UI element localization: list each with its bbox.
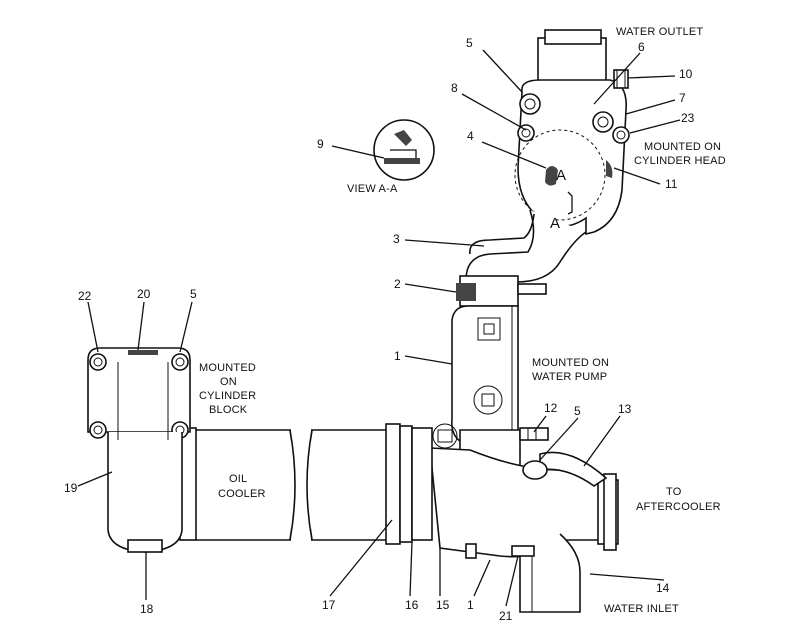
label-mounted-head-1: MOUNTED ON [644,141,721,153]
callout-7: 7 [679,91,686,105]
label-to-aftercooler-1: TO [666,486,682,498]
callout-20: 20 [137,287,151,301]
callout-21: 21 [499,609,513,623]
callout-8: 8 [451,81,458,95]
callout-13: 13 [618,402,632,416]
label-mounted-block-4: BLOCK [209,404,248,416]
label-view-aa: VIEW A-A [347,183,398,195]
text-labels: WATER OUTLET VIEW A-A MOUNTED ON CYLINDE… [199,26,726,615]
lower-housing [429,423,619,613]
callout-5-left: 5 [190,287,197,301]
callout-23: 23 [681,111,695,125]
label-mounted-block-3: CYLINDER [199,390,256,402]
callout-6: 6 [638,40,645,54]
label-oil-cooler-2: COOLER [218,488,266,500]
label-section-a-bottom: A [550,215,560,232]
callout-1-lower: 1 [467,598,474,612]
label-water-outlet: WATER OUTLET [616,26,703,38]
callout-numbers: 5 6 10 7 8 23 4 9 11 3 2 1 12 5 13 22 20… [64,36,695,623]
label-oil-cooler-1: OIL [229,473,247,485]
callout-15: 15 [436,598,450,612]
label-water-inlet: WATER INLET [604,603,679,615]
callout-17: 17 [322,598,336,612]
callout-9: 9 [317,137,324,151]
callout-11: 11 [665,177,678,191]
callout-2: 2 [394,277,401,291]
label-mounted-block-2: ON [220,376,237,388]
callout-3: 3 [393,232,400,246]
block-bonnet [87,347,191,553]
callout-14: 14 [656,581,670,595]
leader-lines [77,49,681,607]
label-section-a-top: A [556,167,566,184]
callout-5-middle: 5 [574,404,581,418]
callout-22: 22 [78,289,92,303]
water-outlet-elbow [465,29,630,283]
callout-4: 4 [467,129,474,143]
label-mounted-pump-2: WATER PUMP [532,371,607,383]
pump-adapter [451,275,549,477]
label-mounted-block-1: MOUNTED [199,362,256,374]
callout-19: 19 [64,481,78,495]
callout-10: 10 [679,67,693,81]
label-mounted-head-2: CYLINDER HEAD [634,155,726,167]
callout-1-upper: 1 [394,349,401,363]
label-mounted-pump-1: MOUNTED ON [532,357,609,369]
callout-5-top: 5 [466,36,473,50]
view-aa-inset [373,119,435,181]
label-to-aftercooler-2: AFTERCOOLER [636,501,721,513]
callout-16: 16 [405,598,419,612]
callout-18: 18 [140,602,154,616]
callout-12: 12 [544,401,558,415]
oil-cooler [179,423,433,545]
